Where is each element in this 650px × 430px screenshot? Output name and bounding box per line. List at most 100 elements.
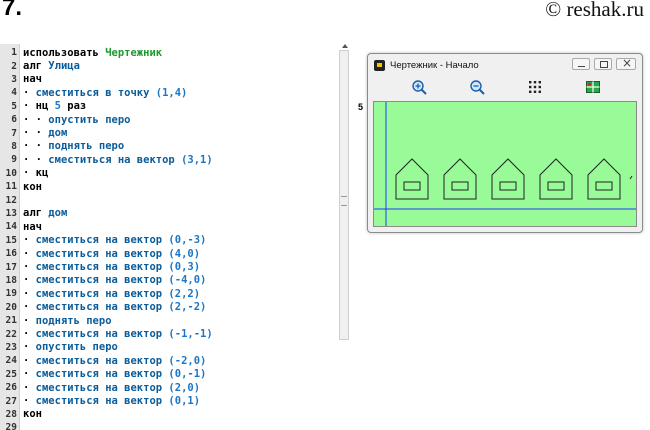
line-number: 12: [5, 194, 17, 206]
line-number: 2: [11, 60, 17, 72]
code-text: · опустить перо: [23, 341, 118, 354]
code-line[interactable]: 7· · дом: [0, 126, 340, 139]
line-number: 20: [5, 301, 17, 313]
zoom-in-button[interactable]: [411, 79, 427, 95]
scroll-up-arrow-icon[interactable]: [342, 44, 348, 48]
line-number: 23: [5, 341, 17, 353]
line-number: 26: [5, 382, 17, 394]
line-number: 10: [5, 167, 17, 179]
code-line[interactable]: 4 · сместиться в точку (1,4): [0, 86, 340, 99]
window-controls: [572, 56, 636, 70]
zoom-in-icon: [412, 80, 427, 95]
code-line[interactable]: 22· сместиться на вектор (-1,-1): [0, 327, 340, 340]
code-text: · сместиться на вектор (0,3): [23, 261, 201, 274]
code-line[interactable]: 21· поднять перо: [0, 314, 340, 327]
site-credit: © reshak.ru: [545, 0, 644, 21]
drawer-window: Чертежник - Начало: [367, 53, 643, 233]
code-line[interactable]: 16· сместиться на вектор (4,0): [0, 247, 340, 260]
line-number: 17: [5, 261, 17, 273]
grid-icon: [529, 81, 541, 93]
code-line[interactable]: 25 · сместиться на вектор (0,-1): [0, 368, 340, 381]
house-window: [595, 181, 613, 191]
line-number: 18: [5, 274, 17, 286]
code-line[interactable]: 15· сместиться на вектор (0,-3): [0, 234, 340, 247]
house-outline: [587, 158, 621, 200]
line-number: 19: [5, 288, 17, 300]
line-number: 5: [11, 100, 17, 112]
code-line[interactable]: 8· · поднять перо: [0, 140, 340, 153]
code-text: · сместиться на вектор (-1,-1): [23, 328, 213, 341]
code-line[interactable]: 18 · сместиться на вектор (-4,0): [0, 274, 340, 287]
house-outline: [395, 158, 429, 200]
code-line[interactable]: 24 · сместиться на вектор (-2,0): [0, 354, 340, 367]
code-line[interactable]: 19 · сместиться на вектор (2,2): [0, 287, 340, 300]
code-line[interactable]: 10 · кц: [0, 167, 340, 180]
line-number: 1: [11, 47, 17, 59]
grid-button[interactable]: [527, 79, 543, 95]
code-text: · сместиться на вектор (-4,0): [23, 274, 207, 287]
house-window: [499, 181, 517, 191]
line-number: 21: [5, 315, 17, 327]
code-text: · кц: [23, 167, 49, 180]
line-number: 4: [11, 87, 17, 99]
code-line[interactable]: 29: [0, 421, 340, 430]
code-line[interactable]: 6· · опустить перо: [0, 113, 340, 126]
code-line[interactable]: 17 · сместиться на вектор (0,3): [0, 260, 340, 273]
line-number: 7: [11, 127, 17, 139]
code-line[interactable]: 12: [0, 193, 340, 206]
code-line[interactable]: 20 · сместиться на вектор (2,-2): [0, 301, 340, 314]
code-line[interactable]: 2 алг Улица: [0, 59, 340, 72]
drawing-svg: [374, 102, 636, 226]
line-number: 6: [11, 114, 17, 126]
code-text: · сместиться на вектор (0,-1): [23, 368, 207, 381]
zoom-out-icon: [470, 80, 485, 95]
fit-button[interactable]: [585, 79, 601, 95]
line-number: 27: [5, 395, 17, 407]
line-number: 16: [5, 248, 17, 260]
window-title: Чертежник - Начало: [390, 59, 479, 71]
window-titlebar[interactable]: Чертежник - Начало: [368, 54, 642, 76]
line-number-gutter: [0, 44, 20, 430]
code-text: кон: [23, 180, 42, 193]
house-outline: [443, 158, 477, 200]
line-number: 29: [5, 422, 17, 430]
code-line[interactable]: 23 · опустить перо: [0, 341, 340, 354]
code-text: · сместиться на вектор (2,0): [23, 381, 201, 394]
code-text: · сместиться на вектор (2,2): [23, 287, 201, 300]
line-number: 13: [5, 207, 17, 219]
drawing-canvas[interactable]: [373, 101, 637, 227]
code-text: · · сместиться на вектор (3,1): [23, 153, 213, 166]
line-number: 24: [5, 355, 17, 367]
code-text: алг Улица: [23, 60, 80, 73]
app-icon: [374, 59, 385, 71]
fit-icon: [586, 81, 600, 93]
code-line[interactable]: 27· сместиться на вектор (0,1): [0, 394, 340, 407]
editor-scrollbar[interactable]: [339, 44, 349, 340]
line-number: 3: [11, 73, 17, 85]
maximize-button[interactable]: [594, 58, 612, 70]
drawer-toolbar: [368, 76, 642, 100]
code-line[interactable]: 5· нц 5 раз: [0, 100, 340, 113]
line-number: 15: [5, 234, 17, 246]
code-text: · сместиться в точку (1,4): [23, 86, 188, 99]
minimize-button[interactable]: [572, 58, 590, 70]
zoom-out-button[interactable]: [469, 79, 485, 95]
house-outline: [539, 158, 573, 200]
house-window: [547, 181, 565, 191]
close-button[interactable]: [616, 56, 636, 70]
code-line[interactable]: 26 · сместиться на вектор (2,0): [0, 381, 340, 394]
code-text: кон: [23, 408, 42, 421]
scrollbar-grip-icon[interactable]: [341, 196, 347, 206]
code-line[interactable]: 9· · сместиться на вектор (3,1): [0, 153, 340, 166]
pen-cursor-icon: [629, 175, 633, 180]
line-number: 25: [5, 368, 17, 380]
code-text: · сместиться на вектор (2,-2): [23, 301, 207, 314]
code-text: · сместиться на вектор (-2,0): [23, 354, 207, 367]
